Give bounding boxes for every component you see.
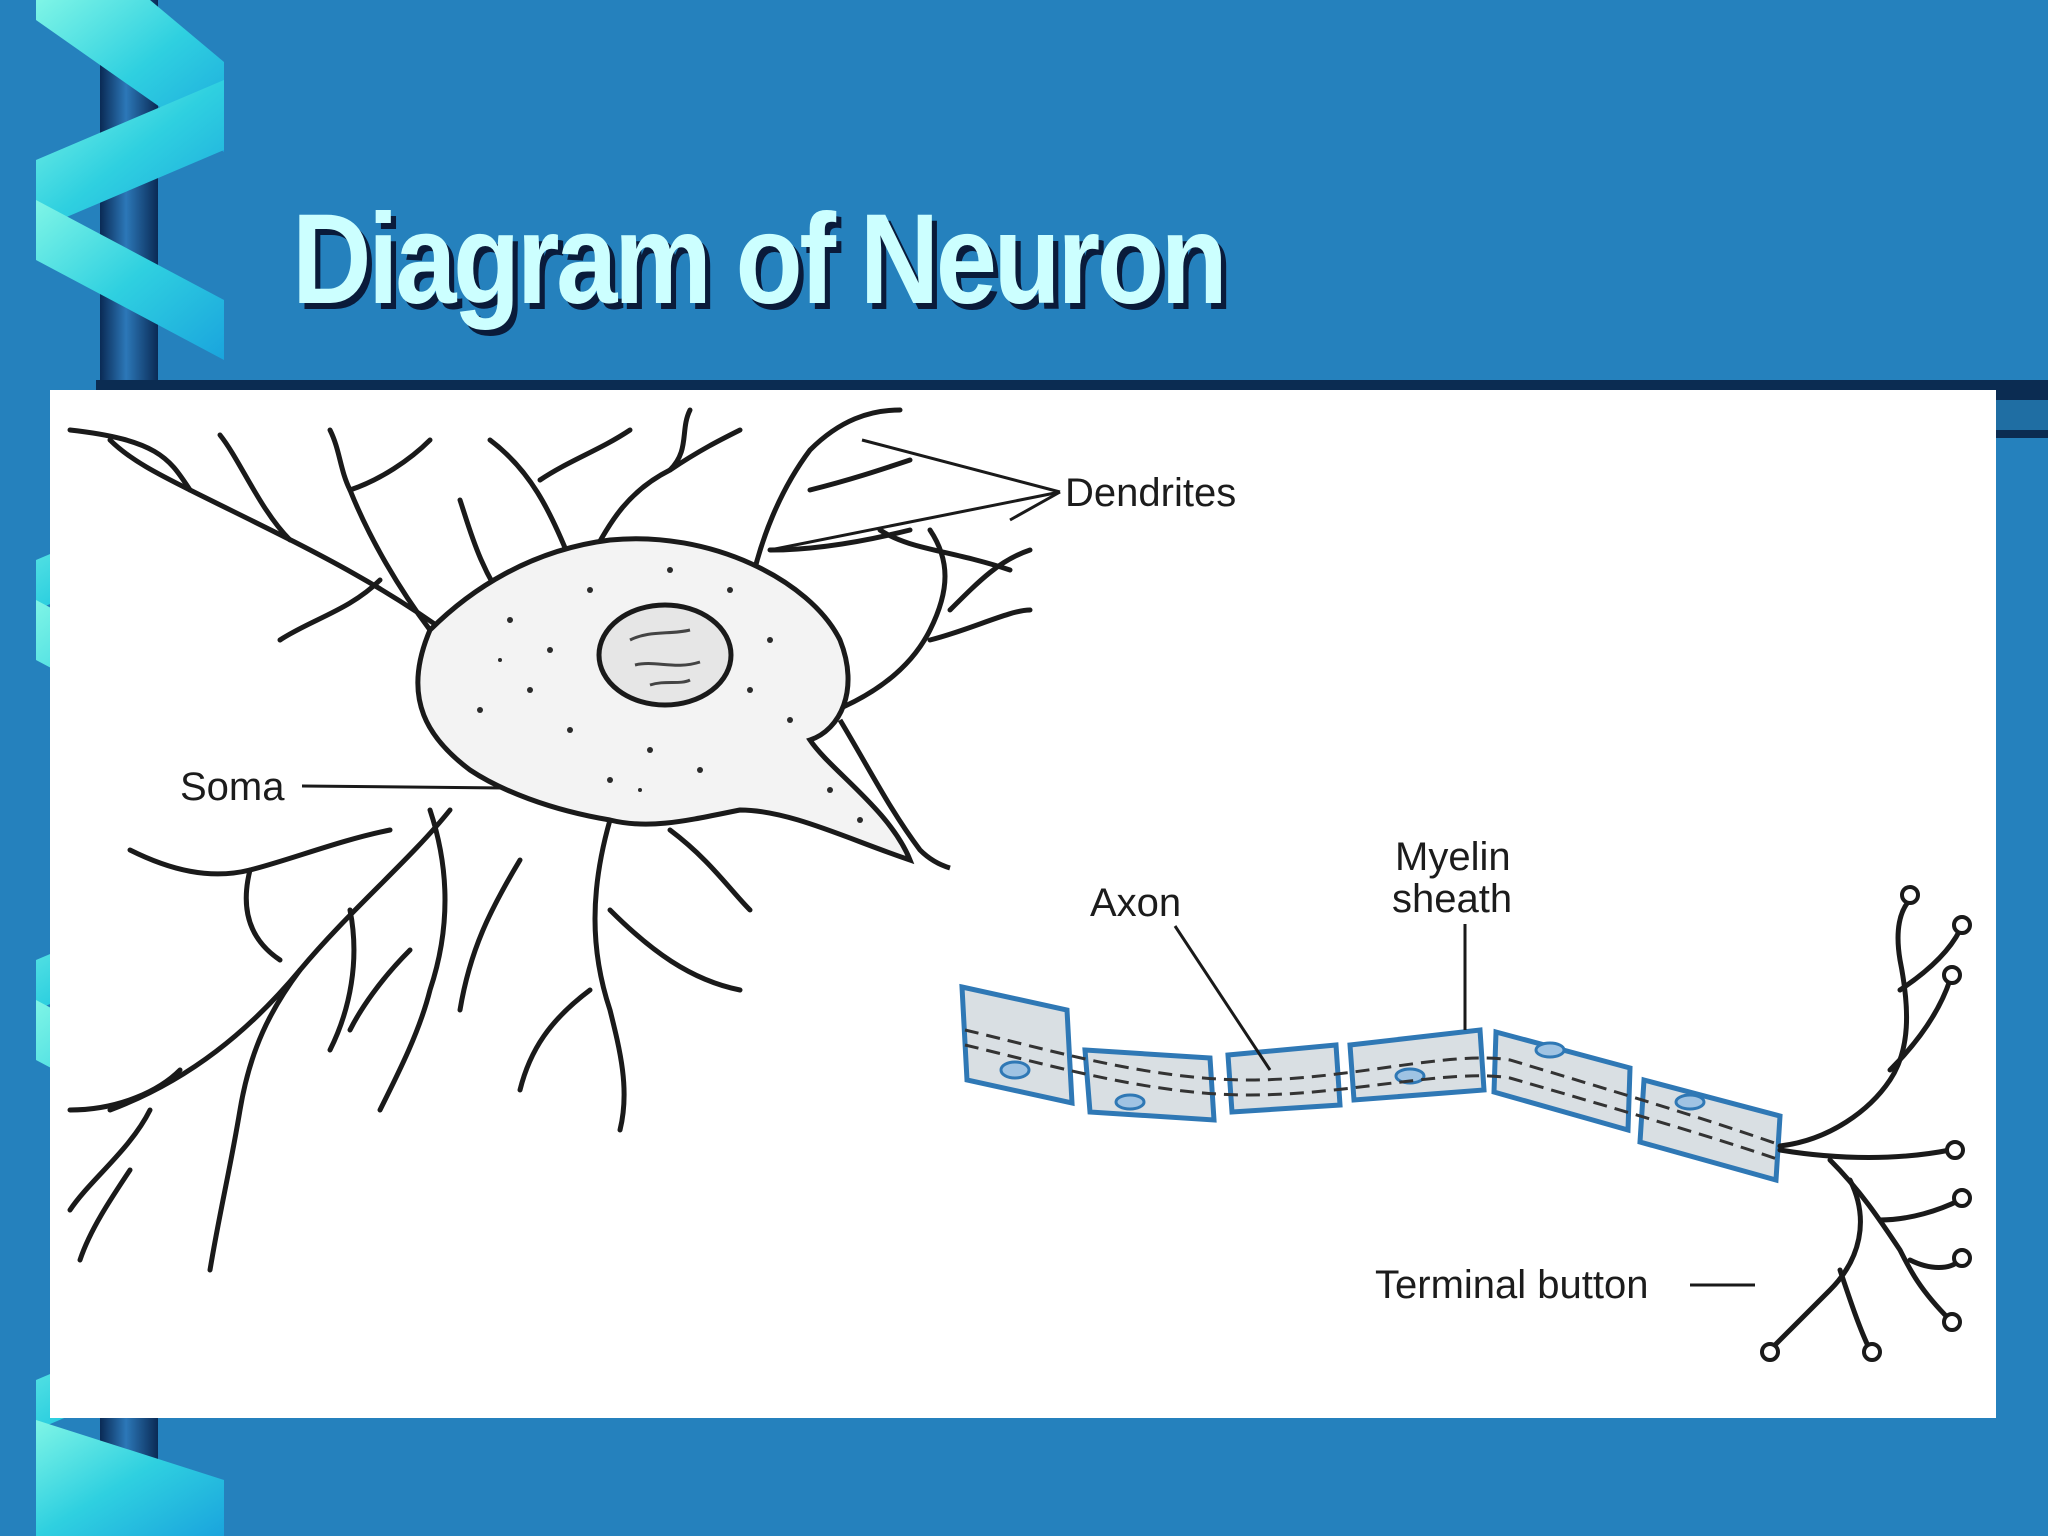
myelin-cell-nuclei <box>999 1041 1706 1111</box>
terminal-button-bulbs <box>1760 885 1972 1362</box>
leader-lines <box>301 438 1755 1287</box>
slide-title: Diagram of Neuron <box>292 188 1228 331</box>
nucleus-texture <box>629 628 701 687</box>
title-underline-bar <box>96 380 2048 390</box>
label-axon: Axon <box>1090 881 1181 925</box>
label-myelin-line2: sheath <box>1392 877 1512 921</box>
soma-stipple <box>477 567 863 823</box>
axon-core-lines <box>964 1028 1781 1162</box>
label-soma: Soma <box>180 765 285 809</box>
dendrites-drawing <box>67 407 1033 1273</box>
diagram-panel: Dendrites Soma Axon Myelin sheath Termin… <box>50 390 1996 1418</box>
axon-terminal-branches <box>1767 897 1963 1353</box>
axon-hillock <box>837 718 951 871</box>
label-terminal-button: Terminal button <box>1375 1263 1648 1307</box>
neuron-diagram: Dendrites Soma Axon Myelin sheath Termin… <box>67 407 1972 1362</box>
label-dendrites: Dendrites <box>1065 471 1236 515</box>
title-bar-end-tab <box>1996 390 2048 438</box>
label-myelin-line1: Myelin <box>1395 835 1511 879</box>
myelin-sheath-segments <box>959 983 1783 1184</box>
nucleus <box>596 602 734 708</box>
